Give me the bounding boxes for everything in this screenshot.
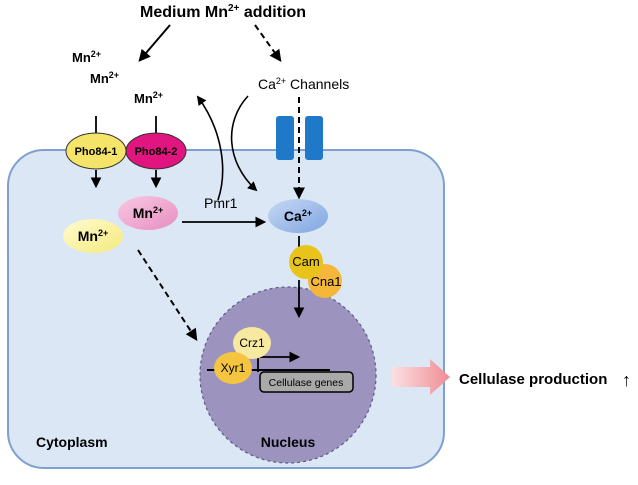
ca-inside-blob [268, 199, 328, 233]
pho84-1-label: Pho84-1 [75, 146, 118, 158]
arrow-title-to-mn [138, 24, 171, 62]
mn-outer-label-2: Mn2+ [90, 70, 119, 86]
title: Medium Mn2+ addition [140, 3, 306, 21]
mn-yellow-label: Mn2+ [78, 228, 108, 244]
xyr1-blob [214, 352, 252, 384]
ca-channels-label: Ca2+ Channels [258, 76, 349, 92]
pho84-2-transporter [125, 132, 187, 170]
crz1-blob [233, 327, 271, 359]
mn-outer-label-1: Mn2+ [72, 49, 101, 65]
xyr1-label: Xyr1 [221, 361, 246, 375]
mn-pink-blob [118, 196, 178, 230]
ca-channel-right [305, 116, 323, 160]
cellulase-production-label: Cellulase production [459, 371, 607, 388]
cellulase-genes-label: Cellulase genes [269, 377, 344, 389]
nucleus-label: Nucleus [261, 434, 316, 450]
arrow-mn-to-nucleus [137, 249, 198, 342]
production-arrow [392, 359, 450, 395]
cellulase-genes-box [259, 371, 354, 393]
cam-label: Cam [292, 254, 319, 269]
mn-outer-label-3: Mn2+ [134, 90, 163, 106]
ca-inside-label: Ca2+ [284, 208, 312, 224]
ca-channel-left [276, 116, 294, 160]
arrow-title-to-ca-channels [254, 24, 282, 62]
pho84-2-label: Pho84-2 [135, 146, 178, 158]
cam-blob [289, 245, 323, 279]
cna1-label: Cna1 [310, 274, 341, 289]
up-arrow-icon: ↑ [622, 370, 631, 390]
cytoplasm-label: Cytoplasm [36, 434, 108, 450]
arrow-pmr1-ca [230, 95, 258, 192]
mn-yellow-blob [63, 219, 123, 253]
crz1-label: Crz1 [239, 336, 265, 350]
arrow-pmr1-efflux [196, 95, 224, 201]
pmr1-label: Pmr1 [204, 195, 238, 211]
mn-pink-label: Mn2+ [133, 205, 163, 221]
